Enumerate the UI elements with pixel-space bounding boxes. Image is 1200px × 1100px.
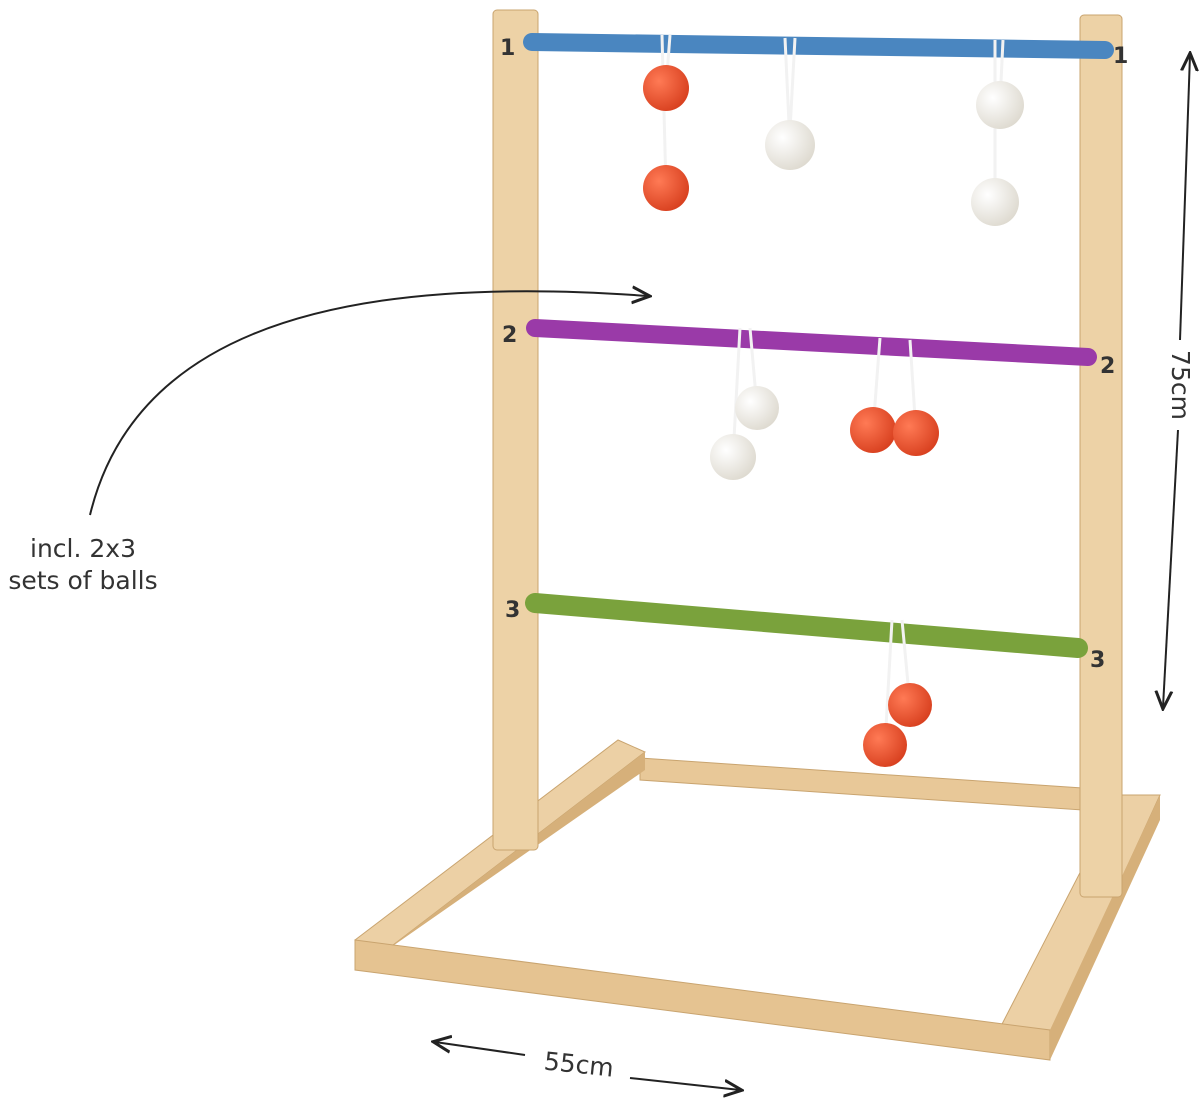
rung-number-1-right: 1 (1113, 44, 1128, 69)
red-ball (643, 165, 689, 211)
rung-green (525, 593, 1088, 658)
annotation-line-2: sets of balls (8, 566, 157, 595)
wooden-base (354, 739, 1161, 1061)
height-arrow-top (1179, 55, 1190, 341)
width-label: 55cm (543, 1046, 616, 1082)
rung-number-2-right: 2 (1100, 354, 1115, 379)
rung-number-1-left: 1 (500, 36, 515, 61)
rung-purple (526, 319, 1097, 366)
red-ball (643, 65, 689, 111)
annotation-line-1: incl. 2x3 (30, 534, 136, 563)
rung-number-2-left: 2 (502, 323, 517, 348)
height-label: 75cm (1166, 350, 1195, 420)
white-ball (976, 81, 1024, 129)
width-arrow-left (435, 1042, 526, 1056)
red-ball (850, 407, 896, 453)
rung-number-3-right: 3 (1090, 648, 1105, 673)
red-ball (888, 683, 932, 727)
white-ball (710, 434, 756, 480)
rung-number-3-left: 3 (505, 598, 520, 623)
balls (643, 65, 1024, 767)
red-ball (863, 723, 907, 767)
rung-blue (523, 33, 1114, 59)
wooden-posts (492, 9, 1123, 898)
annotation-arrow (89, 291, 648, 516)
red-ball (893, 410, 939, 456)
white-ball (735, 386, 779, 430)
width-arrow-right (629, 1077, 740, 1090)
white-ball (765, 120, 815, 170)
height-arrow-bottom (1163, 429, 1179, 707)
white-ball (971, 178, 1019, 226)
